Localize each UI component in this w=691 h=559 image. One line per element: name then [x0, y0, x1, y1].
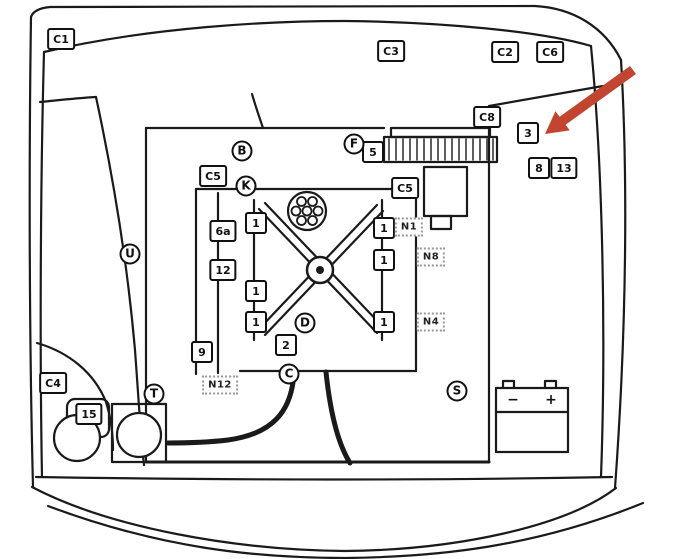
circled-label-c: C: [278, 363, 300, 385]
boxed-label-13: 13: [550, 157, 578, 179]
boxed-label-1d: 1: [373, 217, 395, 239]
boxed-label-c2: C2: [491, 41, 519, 63]
red-arrow-icon: [545, 66, 636, 134]
reservoirs: [52, 397, 168, 464]
battery-plus-label: +: [545, 392, 557, 408]
circled-label-f: F: [343, 133, 365, 155]
boxed-label-3: 3: [517, 122, 539, 144]
boxed-label-c6: C6: [536, 41, 564, 63]
boxed-label-c5-left: C5: [199, 165, 227, 187]
boxed-label-6a: 6a: [209, 220, 237, 242]
boxed-label-1a: 1: [245, 212, 267, 234]
dashed-label-n1: N1: [394, 217, 424, 237]
circled-label-t: T: [143, 383, 165, 405]
boxed-label-1e: 1: [373, 249, 395, 271]
dashed-label-n8: N8: [416, 247, 446, 267]
boxed-label-c1: C1: [47, 28, 75, 50]
boxed-label-12: 12: [209, 259, 237, 281]
circled-label-s: S: [446, 380, 468, 402]
boxed-label-5: 5: [362, 141, 384, 163]
car-body-outline: [28, 4, 645, 559]
circled-label-u: U: [119, 243, 141, 265]
circled-label-b: B: [231, 140, 253, 162]
dashed-label-n12: N12: [202, 375, 238, 395]
boxed-label-c5-right: C5: [391, 177, 419, 199]
battery: [494, 379, 570, 454]
radiator-assembly: [382, 126, 499, 231]
pulley: [305, 255, 335, 285]
boxed-label-2: 2: [275, 334, 297, 356]
boxed-label-9: 9: [191, 341, 213, 363]
circled-label-d: D: [294, 312, 316, 334]
boxed-label-8: 8: [528, 157, 550, 179]
boxed-label-15: 15: [75, 403, 103, 425]
battery-minus-label: −: [507, 392, 519, 408]
hoses: [165, 369, 353, 466]
boxed-label-1c: 1: [245, 311, 267, 333]
boxed-label-c8: C8: [473, 106, 501, 128]
circled-label-k: K: [235, 175, 257, 197]
dashed-label-n4: N4: [416, 312, 446, 332]
boxed-label-1f: 1: [373, 311, 395, 333]
boxed-label-c4: C4: [39, 372, 67, 394]
bolt-cluster: [286, 190, 328, 232]
boxed-label-c3: C3: [377, 40, 405, 62]
boxed-label-1b: 1: [245, 280, 267, 302]
